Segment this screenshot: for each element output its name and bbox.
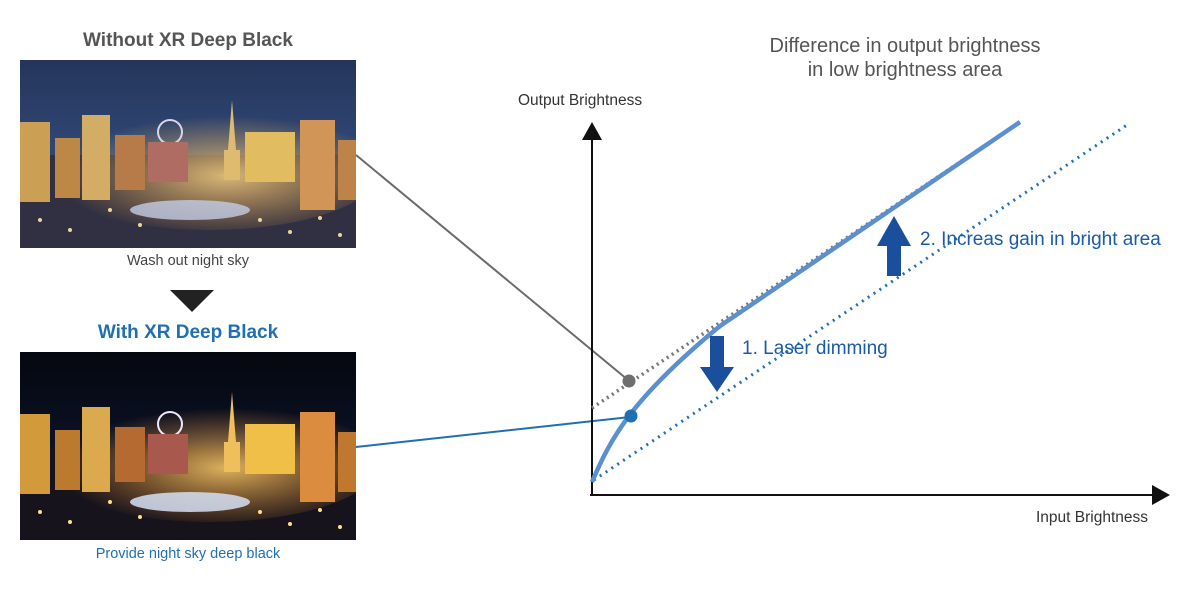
x-axis-arrow-icon bbox=[1152, 485, 1170, 505]
down-arrow-icon bbox=[700, 367, 734, 392]
wash-out-caption: Wash out night sky bbox=[127, 253, 249, 269]
with-xr-title: With XR Deep Black bbox=[97, 322, 279, 343]
laser-dimming-arrow-shaft bbox=[710, 336, 724, 370]
blue-point bbox=[624, 409, 638, 423]
connector-line-washed bbox=[355, 154, 629, 381]
y-axis-arrow-icon bbox=[582, 122, 602, 140]
gray-dotted-line bbox=[591, 120, 1021, 410]
blue-dotted-line bbox=[593, 121, 1131, 482]
city-image-washed-svg bbox=[20, 60, 356, 248]
diagram-title: Difference in output brightness in low b… bbox=[640, 34, 1170, 82]
without-xr-title: Without XR Deep Black bbox=[83, 30, 293, 51]
blue-curve bbox=[589, 120, 1022, 483]
diagram-title-line-2: in low brightness area bbox=[807, 59, 1003, 81]
night-city-photo-deep-black bbox=[20, 352, 356, 540]
annotation-laser-dimming: 1. Laser dimming bbox=[742, 338, 888, 359]
annotation-increase-gain: 2. Increas gain in bright area bbox=[920, 229, 1161, 250]
connector-line-deep-black bbox=[355, 416, 631, 448]
y-axis-label: Output Brightness bbox=[518, 92, 643, 109]
diagram-title-line-1: Difference in output brightness bbox=[769, 35, 1041, 57]
city-image-deep-black-svg bbox=[20, 352, 356, 540]
up-arrow-icon bbox=[877, 216, 911, 246]
night-city-photo-washed bbox=[20, 60, 356, 248]
gray-point bbox=[622, 374, 636, 388]
x-axis-label: Input Brightness bbox=[1036, 509, 1149, 526]
deep-black-caption: Provide night sky deep black bbox=[95, 546, 281, 562]
gain-arrow-shaft bbox=[887, 244, 901, 276]
